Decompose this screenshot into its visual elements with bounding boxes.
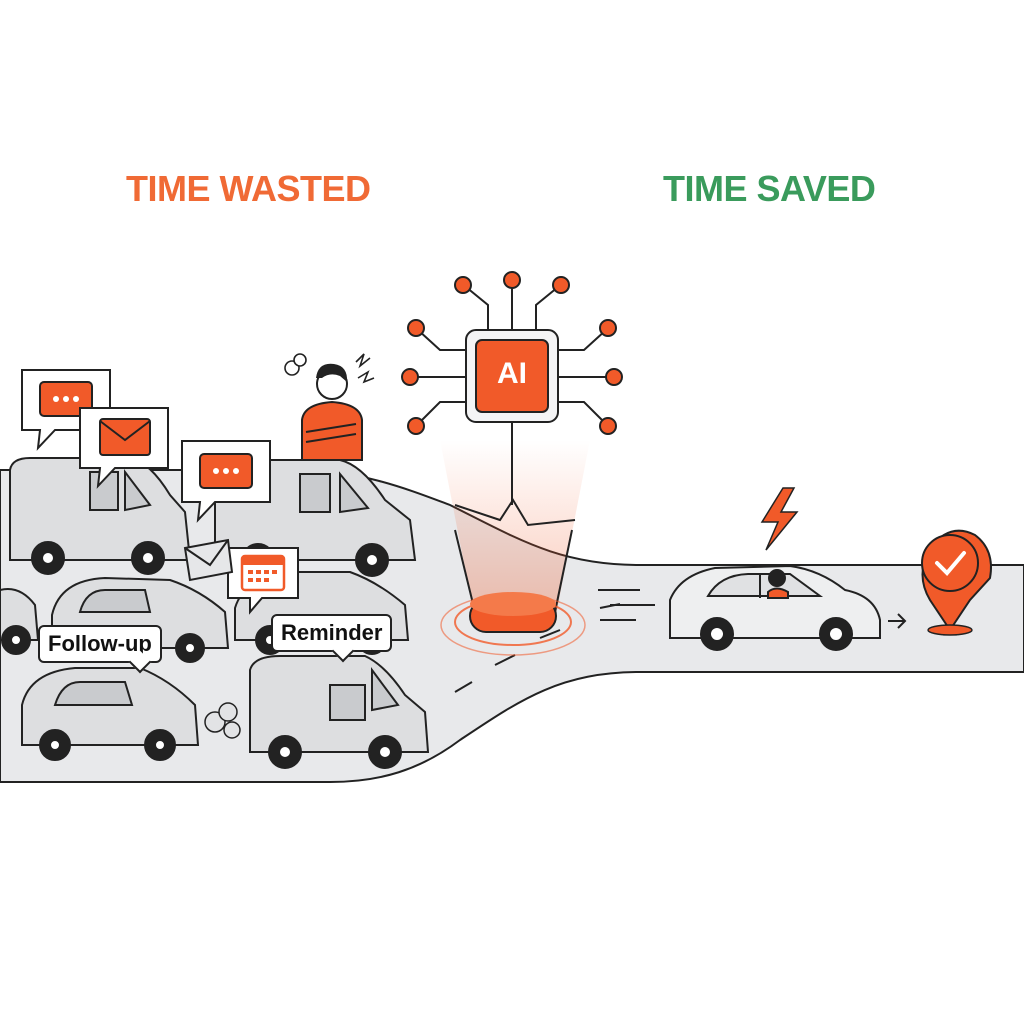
ai-chip-label: AI [497,357,527,390]
chat-bubble-2 [181,440,271,523]
heading-time-wasted: TIME WASTED [126,168,371,209]
stressed-person [284,353,375,461]
speed-lines [598,589,655,621]
ai-portal [440,592,586,656]
car-2 [0,588,40,655]
van-1 [9,457,192,575]
fast-car [669,564,881,651]
arrow-right-icon [888,613,907,629]
chat-icon [199,453,253,489]
envelope-icon [99,418,151,456]
mail-bubble [79,407,169,489]
ai-chip-icon [465,329,559,423]
calendar-icon [240,554,286,592]
reminder-label: Reminder [271,614,393,652]
car-4 [21,667,200,761]
van-3 [249,655,430,769]
calendar-bubble [227,547,299,615]
follow-up-label: Follow-up [38,625,162,663]
circuit-nodes [401,271,623,435]
ai-beam [440,440,590,620]
exhaust-smoke [204,702,241,739]
envelope-small [183,538,234,582]
heading-time-saved: TIME SAVED [663,168,876,209]
stress-icon [284,353,375,384]
check-pin-icon [921,529,992,636]
lightning-icon [760,487,799,551]
